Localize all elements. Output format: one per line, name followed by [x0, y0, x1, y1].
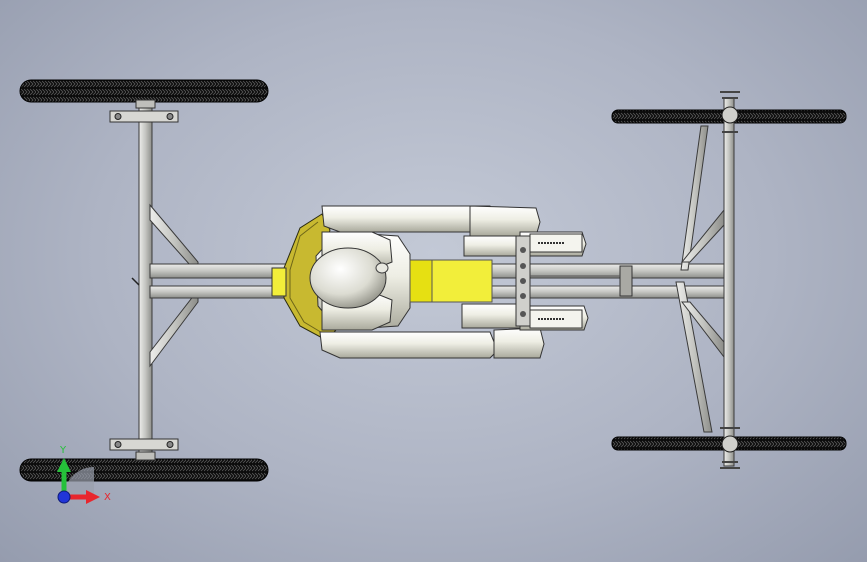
rider-head	[309, 247, 387, 309]
tie-rod-lower	[675, 281, 713, 433]
rear-brace-lower	[149, 288, 199, 368]
frame-clamp	[619, 265, 633, 297]
crank-mast	[515, 233, 620, 329]
front-axle-assembly	[611, 91, 847, 469]
triad-y-label: Y	[59, 445, 67, 456]
rider-figure	[309, 205, 589, 359]
x-arrow-icon	[86, 490, 100, 504]
triad-z-axis	[57, 490, 71, 504]
rider-right-knee	[493, 327, 545, 359]
rear-left-tire	[19, 79, 269, 103]
rear-right-tire	[19, 458, 269, 482]
rider-right-thigh	[319, 331, 495, 359]
rear-axle-tube	[138, 103, 153, 457]
rear-axle-bracket-top	[109, 110, 179, 123]
front-axle-tube	[723, 97, 735, 467]
rider-left-knee	[469, 205, 541, 237]
front-hub-top	[721, 106, 739, 124]
rider-left-shin	[463, 235, 521, 257]
front-brace-lower	[680, 301, 725, 359]
tie-rod-upper	[680, 125, 709, 271]
triad-x-label: X	[104, 492, 111, 503]
rider-left-thigh	[321, 205, 495, 233]
y-arrow-icon	[57, 458, 71, 472]
rear-axle-bracket-bottom	[109, 438, 179, 451]
front-hub-bottom	[721, 435, 739, 453]
rear-axle-assembly	[19, 79, 269, 482]
triad-plane	[64, 467, 94, 497]
coordinate-triad[interactable]: Y X	[57, 445, 111, 504]
front-brace-upper	[680, 208, 725, 263]
shroud-front-plate	[271, 267, 287, 297]
rider-right-shin	[461, 303, 521, 329]
